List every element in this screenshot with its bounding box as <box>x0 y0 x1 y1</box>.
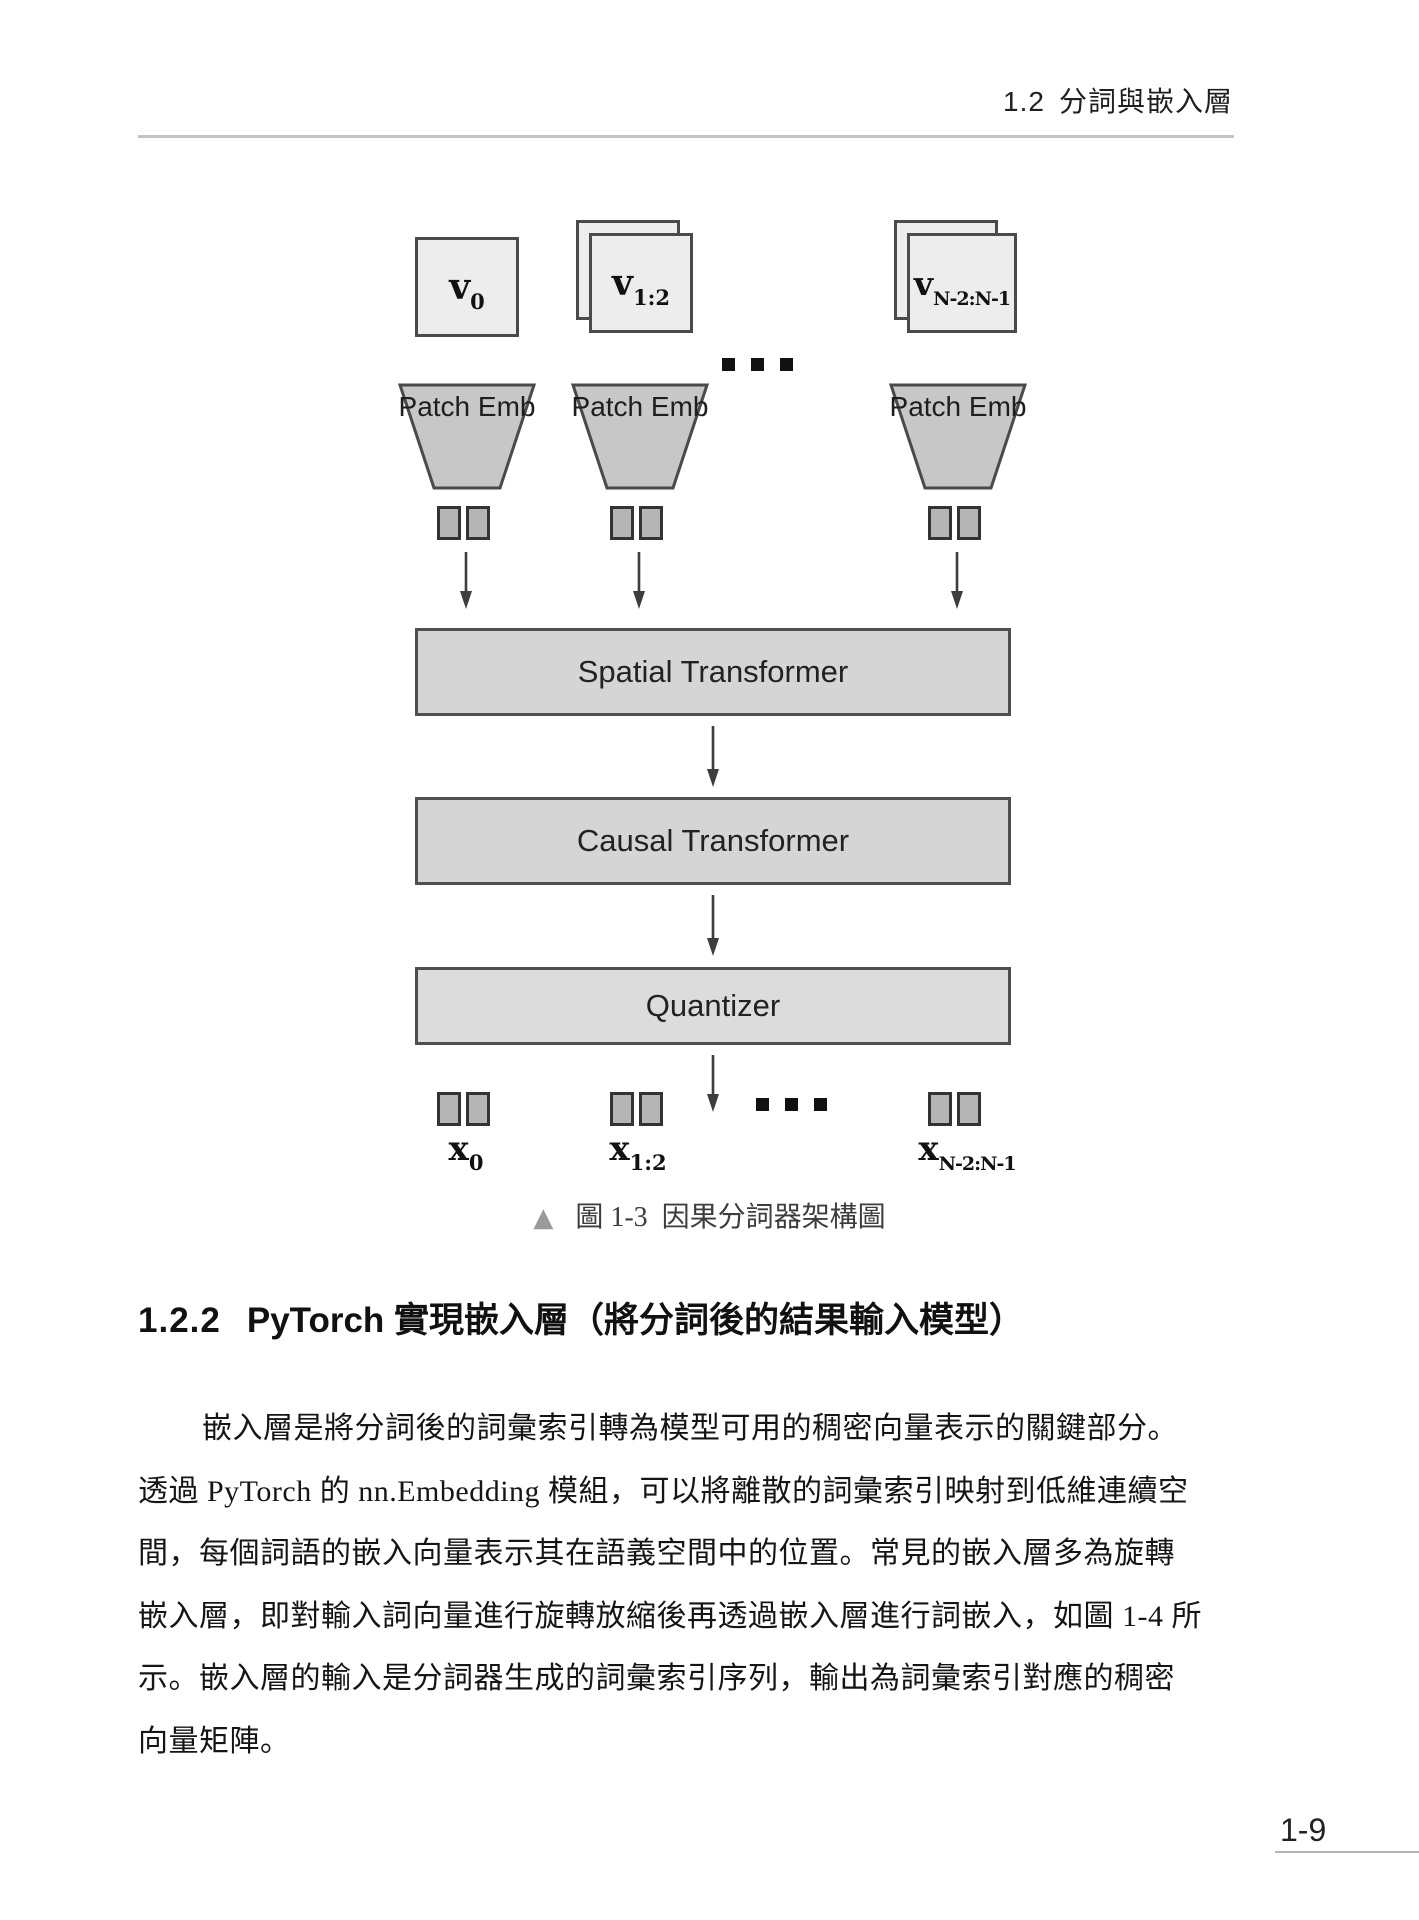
input-label: vN-2:N-1 <box>913 263 1011 310</box>
trapezoid-shape-icon <box>570 383 710 490</box>
section-heading: 1.2.2 PyTorch 實現嵌入層（將分詞後的結果輸入模型） <box>138 1292 1024 1343</box>
token-square <box>610 1092 634 1126</box>
patch-emb-label: Patch Emb <box>571 391 709 422</box>
token-square <box>610 506 634 540</box>
footer-rule <box>1275 1851 1419 1853</box>
token-pair <box>928 506 981 540</box>
ellipsis-icon <box>756 1098 827 1111</box>
output-group-0: x0 <box>386 1129 546 1175</box>
header-section-title: 分詞與嵌入層 <box>1058 86 1233 117</box>
token-square <box>639 1092 663 1126</box>
output-group-2: xN-2:N-1 <box>887 1129 1047 1175</box>
block-label: Spatial Transformer <box>577 654 849 689</box>
caption-triangle-icon: ▲ <box>533 1203 554 1233</box>
token-square <box>957 1092 981 1126</box>
down-arrow-icon <box>458 552 474 610</box>
figure-caption: ▲ 圖 1-3 因果分詞器架構圖 <box>0 1195 1419 1235</box>
patch-emb-trapezoid: Patch Emb <box>397 383 537 490</box>
patch-emb-label: Patch Emb <box>398 391 536 422</box>
input-label: v1:2 <box>612 262 670 310</box>
paragraph-line: 嵌入層是將分詞後的詞彙索引轉為模型可用的稠密向量表示的關鍵部分。 <box>202 1412 1178 1445</box>
block-label: Causal Transformer <box>576 823 850 858</box>
down-arrow-icon <box>705 1055 721 1113</box>
down-arrow-icon <box>631 552 647 610</box>
output-label: x0 <box>448 1129 484 1175</box>
output-group-1: x1:2 <box>558 1129 718 1175</box>
block-causal-transformer: Causal Transformer <box>415 797 1011 885</box>
block-quantizer: Quantizer <box>415 967 1011 1045</box>
caption-title: 因果分詞器架構圖 <box>661 1202 886 1233</box>
input-group-0: v0 <box>415 237 519 337</box>
token-pair <box>928 1092 981 1126</box>
page-number: 1-9 <box>1280 1812 1327 1848</box>
token-pair <box>610 506 663 540</box>
down-arrow-icon <box>949 552 965 610</box>
ellipsis-icon <box>722 358 793 371</box>
paragraph-line: 嵌入層，即對輸入詞向量進行旋轉放縮後再透過嵌入層進行詞嵌入，如圖 1-4 所 <box>138 1599 1202 1633</box>
token-pair <box>610 1092 663 1126</box>
trapezoid-shape-icon <box>888 383 1028 490</box>
paragraph-line: 向量矩陣。 <box>138 1724 291 1758</box>
causal-tokenizer-diagram: v0 v1:2 vN-2:N-1 Patch Emb <box>0 180 1419 1255</box>
patch-emb-label: Patch Emb <box>889 391 1027 422</box>
input-card: vN-2:N-1 <box>907 233 1017 333</box>
output-label: x1:2 <box>609 1129 667 1175</box>
token-square <box>466 1092 490 1126</box>
running-header: 1.2 分詞與嵌入層 <box>1003 80 1233 120</box>
section-number: 1.2.2 <box>138 1301 221 1340</box>
token-square <box>928 506 952 540</box>
input-card: v1:2 <box>589 233 693 333</box>
block-spatial-transformer: Spatial Transformer <box>415 628 1011 716</box>
token-square <box>639 506 663 540</box>
input-label: v0 <box>449 266 485 314</box>
input-group-2: vN-2:N-1 <box>894 220 1017 333</box>
token-square <box>437 506 461 540</box>
input-card: v0 <box>415 237 519 337</box>
token-pair <box>437 506 490 540</box>
section-title: PyTorch 實現嵌入層（將分詞後的結果輸入模型） <box>246 1301 1025 1340</box>
token-square <box>466 506 490 540</box>
down-arrow-icon <box>705 895 721 957</box>
output-label: xN-2:N-1 <box>918 1129 1016 1175</box>
paragraph-line: 示。嵌入層的輸入是分詞器生成的詞彙索引序列，輸出為詞彙索引對應的稠密 <box>138 1662 1175 1695</box>
token-pair <box>437 1092 490 1126</box>
down-arrow-icon <box>705 726 721 788</box>
input-group-1: v1:2 <box>576 220 693 333</box>
token-square <box>957 506 981 540</box>
token-square <box>928 1092 952 1126</box>
patch-emb-trapezoid: Patch Emb <box>888 383 1028 490</box>
paragraph-line: 透過 PyTorch 的 nn.Embedding 模組，可以將離散的詞彙索引映… <box>138 1474 1189 1508</box>
patch-emb-trapezoid: Patch Emb <box>570 383 710 490</box>
block-label: Quantizer <box>645 988 781 1023</box>
caption-label: 圖 1-3 <box>575 1202 648 1233</box>
header-section-number: 1.2 <box>1003 86 1045 117</box>
trapezoid-shape-icon <box>397 383 537 490</box>
body-paragraph: 嵌入層是將分詞後的詞彙索引轉為模型可用的稠密向量表示的關鍵部分。 透過 PyTo… <box>138 1398 1232 1773</box>
token-square <box>437 1092 461 1126</box>
paragraph-line: 間，每個詞語的嵌入向量表示其在語義空間中的位置。常見的嵌入層多為旋轉 <box>138 1537 1175 1570</box>
header-rule <box>138 135 1234 138</box>
